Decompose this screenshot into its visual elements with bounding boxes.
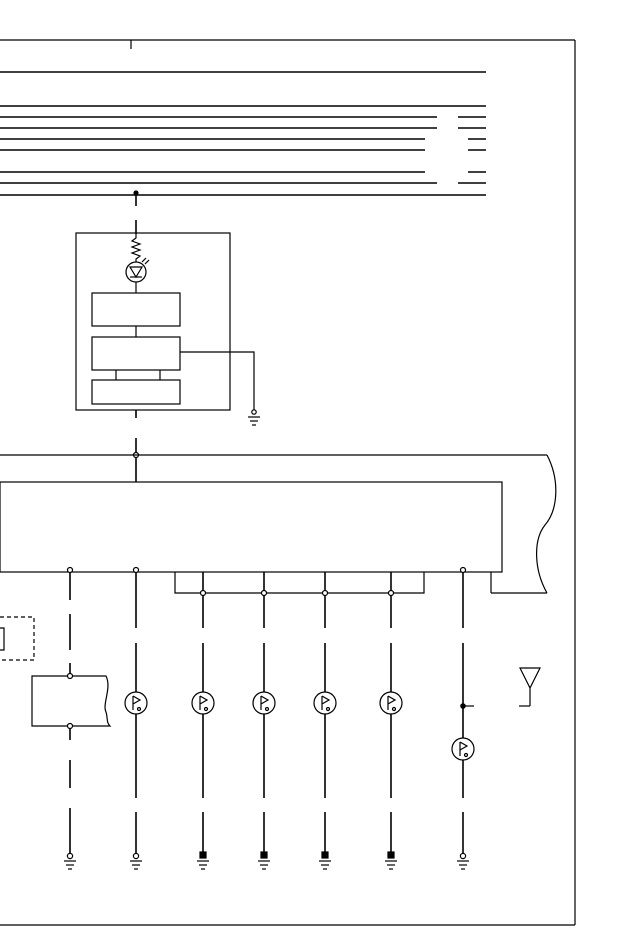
ground-icon bbox=[248, 409, 260, 426]
inline-connectors bbox=[124, 691, 475, 761]
control-module bbox=[75, 232, 260, 426]
ground-icon bbox=[64, 852, 76, 870]
connector-icon bbox=[379, 691, 403, 715]
module-block-2 bbox=[91, 336, 181, 371]
ground-terminals bbox=[64, 851, 469, 870]
module-feed-wire bbox=[133, 190, 139, 234]
ground-icon bbox=[457, 852, 469, 870]
connector-icon bbox=[0, 627, 5, 651]
ground-icon bbox=[130, 852, 142, 870]
ground-icon bbox=[197, 851, 209, 870]
splice-box bbox=[31, 672, 112, 730]
left-connector bbox=[0, 616, 35, 661]
module-output-wire bbox=[132, 410, 140, 482]
resistor-icon bbox=[130, 234, 142, 262]
ground-icon bbox=[319, 851, 331, 870]
antenna-icon bbox=[519, 667, 541, 707]
main-unit bbox=[0, 454, 557, 594]
led-icon bbox=[125, 257, 150, 283]
module-block-3 bbox=[91, 379, 181, 405]
ground-icon bbox=[385, 851, 397, 870]
module-block-1 bbox=[91, 292, 181, 327]
connector-icon bbox=[252, 691, 276, 715]
outer-frame bbox=[0, 39, 576, 926]
connector-icon bbox=[191, 691, 215, 715]
top-bus-lines bbox=[0, 71, 486, 196]
connector-icon bbox=[451, 737, 475, 761]
connector-icon bbox=[124, 691, 148, 715]
pin-junctions bbox=[66, 566, 467, 709]
connector-icon bbox=[313, 691, 337, 715]
branch-wires bbox=[69, 572, 474, 854]
ground-icon bbox=[258, 851, 270, 870]
